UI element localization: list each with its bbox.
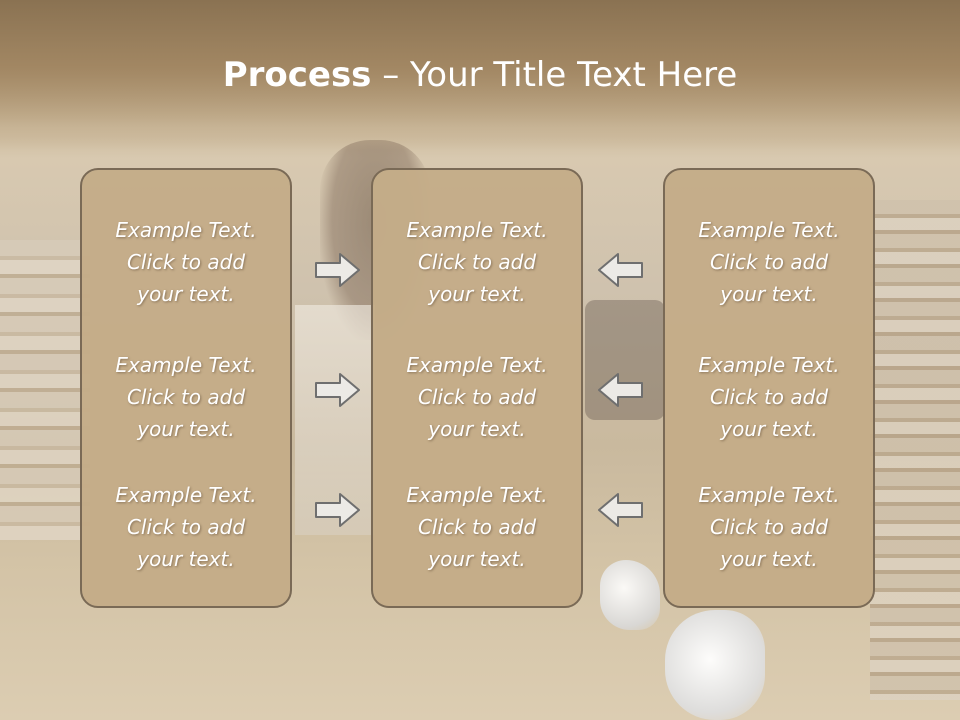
background-books-right <box>870 200 960 700</box>
process-box-right[interactable]: Example Text. Click to add your text. Ex… <box>663 168 875 608</box>
text-placeholder[interactable]: Example Text. Click to add your text. <box>373 349 581 445</box>
background-shadow <box>585 300 665 420</box>
text-line: Click to add <box>417 515 537 539</box>
background-laptop <box>295 305 375 535</box>
text-line: Click to add <box>709 385 829 409</box>
title-bold: Process <box>222 55 372 95</box>
text-line: your text. <box>720 282 818 306</box>
text-line: your text. <box>137 417 235 441</box>
slide-title[interactable]: Process – Your Title Text Here <box>0 52 960 98</box>
text-line: Click to add <box>126 515 246 539</box>
text-line: your text. <box>720 547 818 571</box>
text-line: Click to add <box>417 385 537 409</box>
text-line: Example Text. <box>698 353 840 377</box>
arrow-left-icon <box>598 253 643 287</box>
title-rest: – Your Title Text Here <box>371 55 738 95</box>
text-line: your text. <box>428 282 526 306</box>
text-line: your text. <box>428 417 526 441</box>
text-line: Click to add <box>709 515 829 539</box>
arrow-left-icon <box>598 493 643 527</box>
text-line: Example Text. <box>698 218 840 242</box>
text-placeholder[interactable]: Example Text. Click to add your text. <box>665 479 873 575</box>
title-band <box>0 0 960 150</box>
arrow-right-icon <box>315 373 360 407</box>
text-placeholder[interactable]: Example Text. Click to add your text. <box>665 349 873 445</box>
text-line: Example Text. <box>406 353 548 377</box>
process-box-left[interactable]: Example Text. Click to add your text. Ex… <box>80 168 292 608</box>
background-books-left <box>0 240 90 540</box>
text-placeholder[interactable]: Example Text. Click to add your text. <box>82 214 290 310</box>
arrow-left-icon <box>598 373 643 407</box>
background-crumpled-paper <box>600 560 660 630</box>
process-box-middle[interactable]: Example Text. Click to add your text. Ex… <box>371 168 583 608</box>
text-line: Example Text. <box>406 483 548 507</box>
text-line: Example Text. <box>115 218 257 242</box>
text-line: your text. <box>137 547 235 571</box>
text-line: your text. <box>137 282 235 306</box>
text-line: Example Text. <box>115 483 257 507</box>
text-placeholder[interactable]: Example Text. Click to add your text. <box>665 214 873 310</box>
text-line: Example Text. <box>698 483 840 507</box>
arrow-right-icon <box>315 253 360 287</box>
text-placeholder[interactable]: Example Text. Click to add your text. <box>82 479 290 575</box>
text-line: Click to add <box>417 250 537 274</box>
text-line: Click to add <box>126 250 246 274</box>
arrow-right-icon <box>315 493 360 527</box>
text-placeholder[interactable]: Example Text. Click to add your text. <box>82 349 290 445</box>
background-crumpled-paper <box>665 610 765 720</box>
text-line: Example Text. <box>406 218 548 242</box>
text-line: your text. <box>720 417 818 441</box>
text-placeholder[interactable]: Example Text. Click to add your text. <box>373 479 581 575</box>
text-line: Click to add <box>126 385 246 409</box>
text-placeholder[interactable]: Example Text. Click to add your text. <box>373 214 581 310</box>
text-line: Example Text. <box>115 353 257 377</box>
text-line: your text. <box>428 547 526 571</box>
text-line: Click to add <box>709 250 829 274</box>
